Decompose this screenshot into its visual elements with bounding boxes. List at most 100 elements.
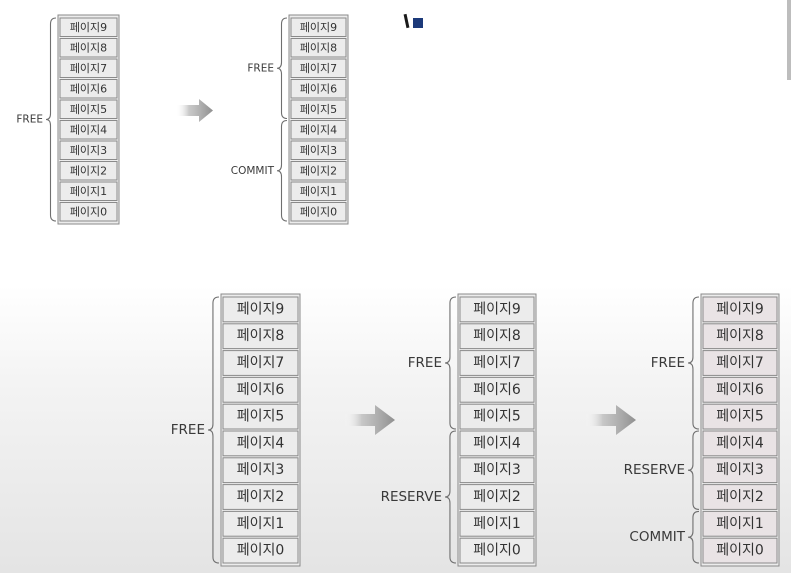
page-label: 페이지5: [716, 409, 764, 425]
page-label: 페이지4: [300, 123, 337, 136]
page-cell: 페이지0: [459, 537, 535, 564]
page-label: 페이지0: [237, 543, 285, 559]
brace-icon: [687, 430, 700, 510]
page-label: 페이지3: [716, 462, 764, 478]
page-cell: 페이지3: [459, 457, 535, 484]
page-label: 페이지7: [70, 62, 107, 75]
page-cell: 페이지7: [222, 350, 299, 376]
page-cell: 페이지6: [702, 376, 778, 403]
page-cell: 페이지4: [459, 430, 535, 457]
page-stack: 페이지9페이지8페이지7페이지6페이지5페이지4페이지3페이지2페이지1페이지0…: [16, 14, 120, 225]
cursor-icon: [403, 13, 426, 30]
page-cell: 페이지6: [222, 376, 299, 403]
page-cell: 페이지1: [702, 510, 778, 537]
page-stack: 페이지9 페이지8 페이지7 페이지6 페이지5 페이지4 페이지3 페이지2 페이지1 페이지0…: [624, 293, 780, 567]
page-cell: 페이지2: [702, 484, 778, 510]
page-label: 페이지8: [716, 328, 764, 344]
page-label: 페이지1: [70, 185, 107, 198]
page-label: 페이지8: [300, 41, 337, 54]
page-cell: 페이지4: [222, 430, 299, 457]
arrow-icon: [585, 405, 636, 435]
page-label: 페이지3: [237, 462, 285, 478]
page-cell: 페이지8: [459, 323, 535, 350]
page-cell: 페이지1: [290, 181, 347, 201]
page-label: 페이지7: [237, 355, 285, 371]
page-cell: 페이지3: [290, 140, 347, 160]
page-cell: 페이지5: [59, 99, 118, 119]
page-cell: 페이지9: [59, 17, 118, 37]
page-cell: 페이지8: [290, 38, 347, 58]
page-label: 페이지6: [237, 382, 285, 398]
page-label: 페이지1: [237, 516, 285, 532]
page-label: 페이지7: [300, 62, 337, 75]
arrow-icon: [344, 405, 395, 435]
arrow-icon: [176, 99, 213, 122]
page-label: 페이지0: [300, 205, 337, 218]
page-label: 페이지4: [70, 123, 107, 136]
page-cell: 페이지1: [459, 510, 535, 537]
brace-icon: [444, 296, 457, 430]
page-label: 페이지3: [70, 144, 107, 157]
page-label: 페이지1: [300, 185, 337, 198]
page-label: 페이지6: [70, 82, 107, 95]
page-cell: 페이지1: [222, 510, 299, 537]
page-stack: 페이지9 페이지8 페이지7 페이지6 페이지5 페이지4 페이지3 페이지2 페이지1 페이지0…: [171, 293, 301, 567]
page-label: 페이지6: [300, 82, 337, 95]
page-label: 페이지9: [716, 301, 764, 317]
page-label: 페이지2: [473, 489, 521, 505]
page-label: 페이지8: [70, 41, 107, 54]
page-stack: 페이지9 페이지8 페이지7 페이지6 페이지5 페이지4 페이지3 페이지2 페이지1페이지0…: [381, 293, 537, 567]
page-cell: 페이지0: [290, 202, 347, 222]
page-cell: 페이지7: [290, 58, 347, 78]
page-label: 페이지6: [716, 382, 764, 398]
page-label: 페이지3: [300, 144, 337, 157]
brace-icon: [276, 119, 288, 222]
page-cell: 페이지3: [222, 457, 299, 484]
page-cell: 페이지5: [459, 403, 535, 430]
page-label: 페이지5: [300, 103, 337, 116]
page-cell: 페이지9: [222, 296, 299, 323]
page-cell: 페이지4: [290, 120, 347, 140]
page-cell: 페이지2: [459, 484, 535, 510]
brace-icon: [444, 430, 457, 564]
page-cell: 페이지3: [702, 457, 778, 484]
group-label: COMMIT: [231, 165, 275, 177]
page-label: 페이지6: [473, 382, 521, 398]
page-cell: 페이지7: [702, 350, 778, 376]
page-label: 페이지9: [473, 301, 521, 317]
page-cell: 페이지8: [222, 323, 299, 350]
brace-icon: [687, 510, 700, 564]
page-label: 페이지9: [237, 301, 285, 317]
group-label: RESERVE: [381, 489, 442, 505]
page-cell: 페이지1: [59, 181, 118, 201]
page-label: 페이지2: [70, 164, 107, 177]
group-label: FREE: [16, 114, 43, 126]
page-label: 페이지7: [716, 355, 764, 371]
page-cell: 페이지5: [290, 99, 347, 119]
page-stacks: 페이지9페이지8페이지7페이지6페이지5페이지4페이지3페이지2페이지1페이지0…: [16, 14, 780, 567]
page-label: 페이지5: [237, 409, 285, 425]
page-label: 페이지9: [300, 21, 337, 34]
page-label: 페이지4: [473, 435, 521, 451]
page-cell: 페이지6: [459, 376, 535, 403]
page-cell: 페이지8: [59, 38, 118, 58]
page-cell: 페이지4: [702, 430, 778, 457]
page-label: 페이지9: [70, 21, 107, 34]
page-cell: 페이지7: [59, 58, 118, 78]
brace-icon: [45, 17, 57, 222]
page-label: 페이지2: [300, 164, 337, 177]
group-label: FREE: [247, 62, 274, 74]
page-label: 페이지4: [716, 435, 764, 451]
page-cell: 페이지4: [59, 120, 118, 140]
page-label: 페이지7: [473, 355, 521, 371]
scrollbar[interactable]: [787, 0, 791, 80]
page-cell: 페이지2: [290, 161, 347, 181]
page-cell: 페이지0: [222, 537, 299, 564]
brace-icon: [687, 296, 700, 430]
page-cell: 페이지0: [702, 537, 778, 564]
page-cell: 페이지2: [59, 161, 118, 181]
page-label: 페이지1: [716, 516, 764, 532]
page-cell: 페이지9: [702, 296, 778, 323]
page-label: 페이지2: [237, 489, 285, 505]
